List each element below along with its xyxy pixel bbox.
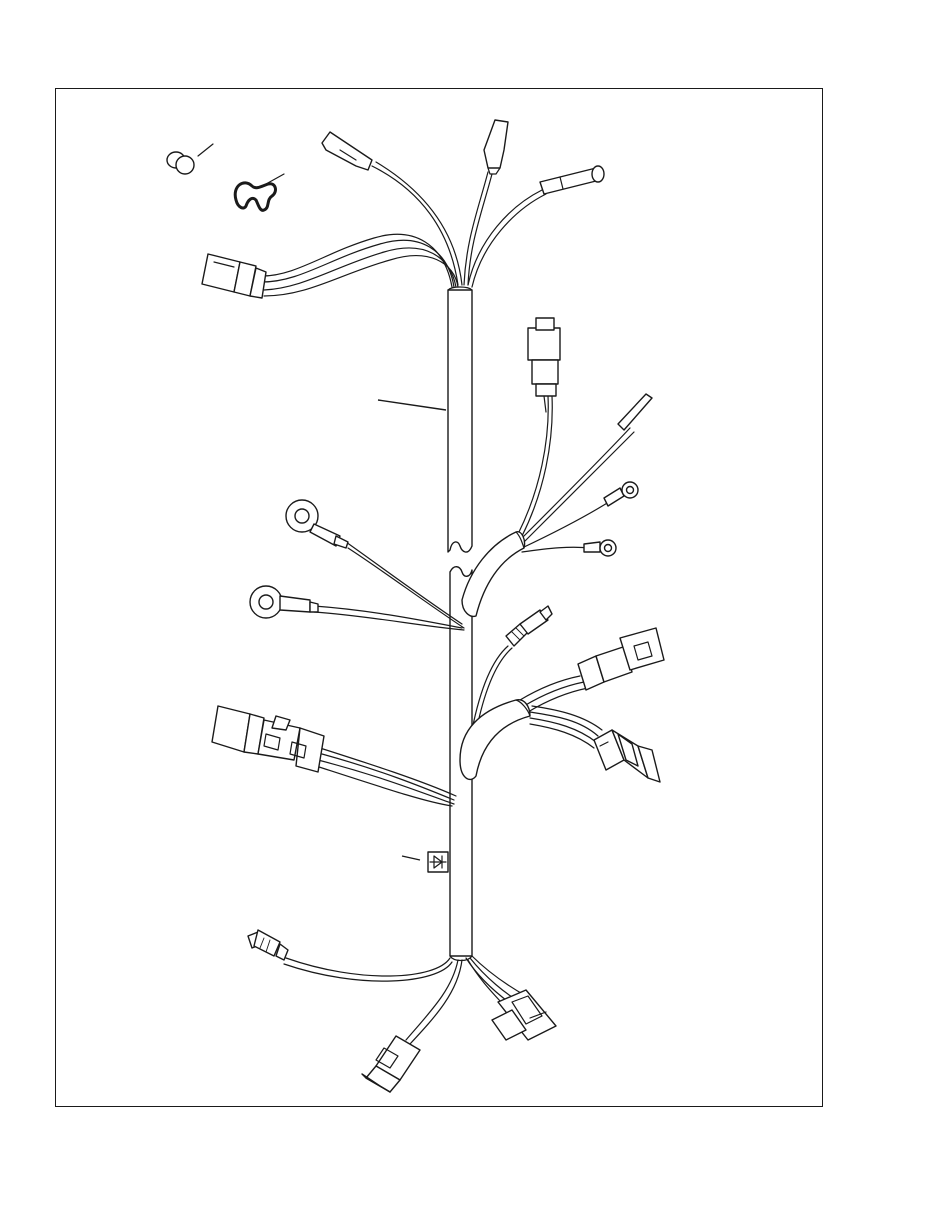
bullet-connector: [539, 165, 605, 195]
ring-terminal-large-upper: [285, 499, 349, 549]
sensor-lower-left: [247, 929, 289, 961]
round-connector-bottom: [361, 1035, 421, 1093]
square-connector-bottom: [491, 989, 557, 1041]
ring-terminal-small-lower: [583, 539, 617, 557]
bottom-wires: [283, 955, 527, 1045]
leader-line-conduit: [377, 399, 447, 411]
ring-terminal-small-upper: [603, 481, 639, 507]
round-connector-right: [593, 729, 661, 783]
left-ring-wires: [313, 541, 465, 631]
ring-terminal-large-lower: [249, 585, 319, 619]
grommet: [166, 143, 214, 175]
harness-clip: [233, 173, 285, 212]
multi-pin-connector-upper-left: [201, 253, 267, 299]
right-lower-branch: [459, 645, 603, 781]
dual-connector-left: [211, 705, 325, 773]
diagram-frame: [55, 88, 823, 1107]
top-branch-wires: [261, 161, 547, 297]
diode: [401, 851, 449, 873]
square-connector-right: [577, 627, 665, 691]
left-connector-wires: [315, 747, 457, 807]
main-conduit-upper: [447, 286, 473, 553]
spade-terminal-left: [321, 131, 373, 171]
loose-lead: [617, 393, 653, 431]
sensor-plug: [505, 605, 553, 647]
spade-terminal-top: [483, 119, 509, 175]
two-pin-connector-right: [527, 317, 561, 413]
